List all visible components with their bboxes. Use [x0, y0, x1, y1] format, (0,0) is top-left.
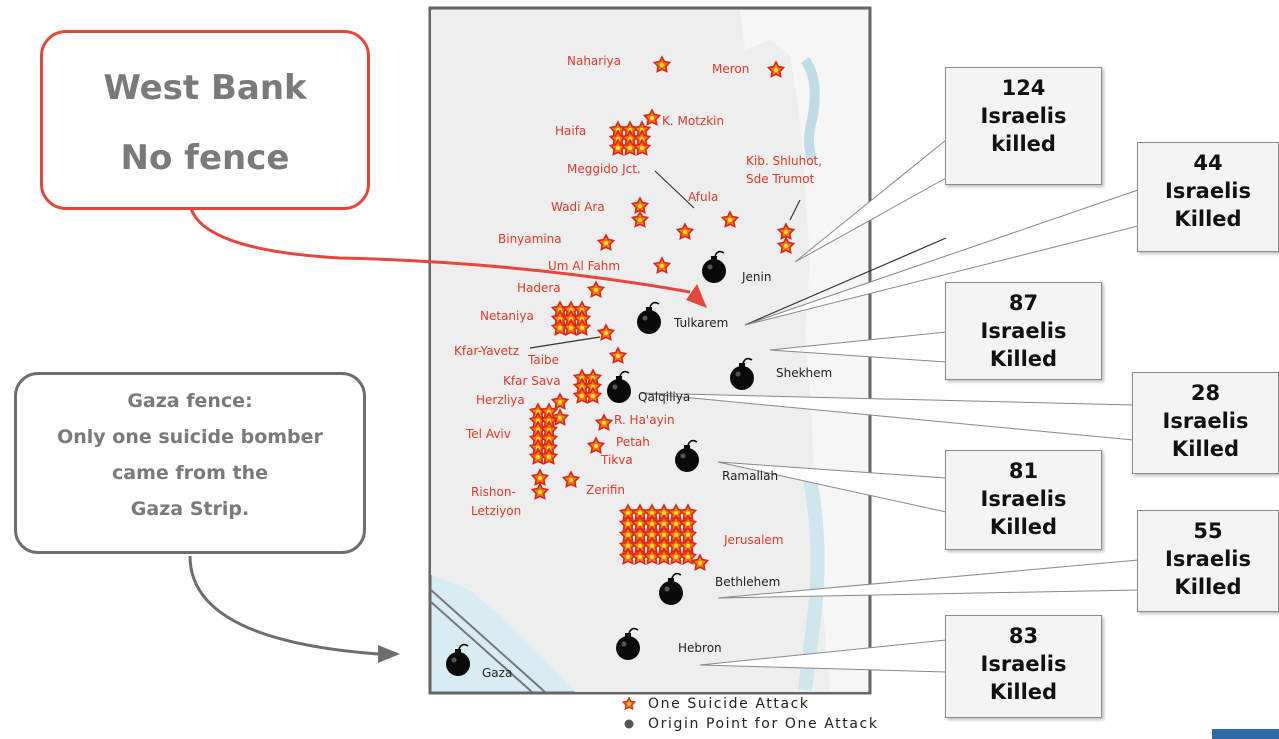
gaza-callout-line: Gaza Strip.	[130, 498, 250, 520]
casualty-label: Israelis	[1162, 409, 1249, 433]
casualty-box: 87 Israelis Killed	[945, 282, 1102, 380]
casualty-box: 28 Israelis Killed	[1132, 372, 1279, 474]
city-label: Sde Trumot	[746, 172, 815, 186]
casualty-label: Killed	[989, 515, 1058, 539]
west-bank-callout-line: West Bank	[103, 68, 307, 108]
gaza-arrow	[188, 555, 379, 656]
city-label: Binyamina	[498, 232, 562, 246]
legend-item-attack: One Suicide Attack	[622, 694, 879, 714]
city-label: Meron	[712, 62, 749, 76]
origin-label: Tulkarem	[673, 316, 728, 330]
casualty-box: 81 Israelis Killed	[945, 450, 1102, 550]
casualty-label: Killed	[1174, 575, 1242, 599]
casualty-box: 124 Israelis killed	[945, 67, 1102, 185]
casualty-count: 124	[1001, 76, 1046, 100]
casualty-label: killed	[991, 132, 1056, 156]
legend-item-origin: Origin Point for One Attack	[622, 714, 879, 734]
west-bank-callout: West Bank No fence	[40, 30, 370, 210]
origin-label: Hebron	[678, 641, 722, 655]
gaza-callout-line: came from the	[112, 462, 268, 484]
city-label: Jerusalem	[723, 533, 783, 547]
city-label: Rishon-	[471, 485, 516, 499]
casualty-count: 81	[1008, 459, 1039, 483]
corner-logo	[1212, 729, 1279, 739]
legend-label: One Suicide Attack	[648, 696, 810, 712]
city-label: K. Motzkin	[662, 114, 724, 128]
west-bank-callout-line: No fence	[120, 138, 290, 178]
city-label: R. Ha'ayin	[614, 413, 675, 427]
legend-label: Origin Point for One Attack	[648, 716, 879, 732]
casualty-label: Israelis	[980, 319, 1067, 343]
west-bank-arrow-head	[686, 284, 707, 308]
casualty-box: 55 Israelis Killed	[1137, 510, 1279, 612]
casualty-label: Killed	[1171, 437, 1240, 461]
map-legend: One Suicide Attack Origin Point for One …	[622, 694, 879, 734]
casualty-box: 83 Israelis Killed	[945, 615, 1102, 718]
city-label: Zerifin	[586, 483, 625, 497]
casualty-label: Killed	[1174, 207, 1242, 231]
gaza-callout: Gaza fence: Only one suicide bomber came…	[14, 372, 366, 554]
origin-label: Gaza	[482, 666, 512, 680]
city-label: Haifa	[555, 124, 586, 138]
city-label: Taibe	[527, 353, 559, 367]
casualty-count: 55	[1193, 519, 1223, 543]
casualty-label: Israelis	[980, 104, 1067, 128]
casualty-count: 83	[1008, 624, 1039, 648]
city-label: Kib. Shluhot,	[746, 154, 822, 168]
city-label: Petah	[616, 435, 650, 449]
city-label: Wadi Ara	[551, 200, 605, 214]
city-label: Hadera	[517, 281, 561, 295]
city-label: Tel Aviv	[465, 427, 511, 441]
casualty-label: Israelis	[980, 487, 1067, 511]
casualty-label: Israelis	[980, 652, 1067, 676]
city-label: Afula	[688, 190, 718, 204]
city-label: Letziyon	[471, 504, 521, 518]
city-label: Meggido Jct.	[567, 162, 641, 176]
origin-label: Ramallah	[722, 469, 778, 483]
bomb-icon	[624, 719, 634, 729]
origin-label: Shekhem	[776, 366, 832, 380]
origin-label: Bethlehem	[715, 575, 780, 589]
gaza-callout-line: Only one suicide bomber	[57, 426, 323, 448]
casualty-box: 44 Israelis Killed	[1137, 142, 1279, 252]
casualty-count: 87	[1008, 291, 1039, 315]
origin-label: Qalqiliya	[638, 390, 690, 404]
origin-label: Jenin	[741, 270, 771, 284]
gaza-callout-line: Gaza fence:	[127, 390, 253, 412]
city-label: Herzliya	[476, 393, 525, 407]
attack-burst-icon	[622, 697, 636, 710]
city-label: Um Al Fahm	[548, 259, 620, 273]
casualty-label: Killed	[989, 347, 1058, 371]
west-bank-arrow	[188, 204, 691, 294]
connector-lines	[188, 138, 1139, 673]
casualty-count: 28	[1190, 381, 1221, 405]
casualty-label: Israelis	[1165, 179, 1251, 203]
city-label: Kfar-Yavetz	[454, 344, 519, 358]
casualty-count: 44	[1193, 151, 1223, 175]
city-label: Tikva	[600, 453, 633, 467]
casualty-label: Israelis	[1165, 547, 1251, 571]
casualty-label: Killed	[989, 680, 1058, 704]
gaza-arrow-head	[378, 645, 400, 663]
city-label: Kfar Sava	[503, 374, 561, 388]
city-label: Nahariya	[567, 54, 621, 68]
city-label: Netaniya	[480, 309, 534, 323]
